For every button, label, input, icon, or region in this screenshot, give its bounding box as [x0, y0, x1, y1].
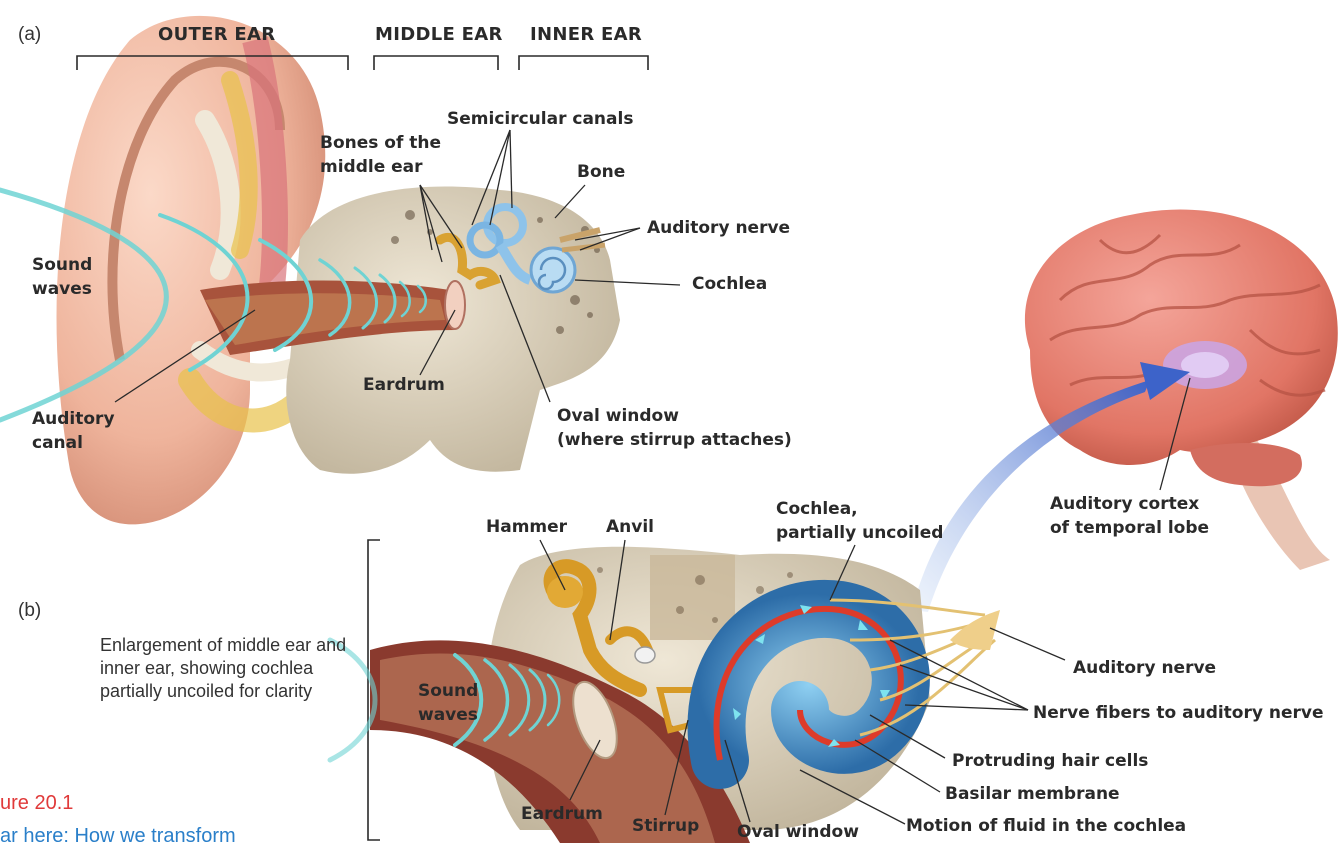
label-auditory-nerve-b: Auditory nerve	[1073, 656, 1216, 680]
label-hammer: Hammer	[486, 515, 567, 539]
section-inner-ear: INNER EAR	[530, 24, 642, 45]
label-stirrup: Stirrup	[632, 814, 699, 838]
label-bone: Bone	[577, 160, 625, 184]
label-auditory-canal: Auditory canal	[32, 407, 115, 455]
section-middle-ear: MIDDLE EAR	[375, 24, 503, 45]
label-eardrum-b: Eardrum	[521, 802, 603, 826]
label-bones-middle-ear: Bones of the middle ear	[320, 131, 441, 179]
panel-a-letter: (a)	[18, 24, 41, 46]
label-nerve-fibers: Nerve fibers to auditory nerve	[1033, 701, 1324, 725]
section-outer-ear: OUTER EAR	[158, 24, 275, 45]
panel-b-letter: (b)	[18, 600, 41, 622]
label-cochlea-uncoiled: Cochlea, partially uncoiled	[776, 497, 943, 545]
label-oval-window-b: Oval window	[737, 820, 859, 844]
label-motion-fluid: Motion of fluid in the cochlea	[906, 814, 1186, 838]
figure-number: ure 20.1	[0, 792, 73, 815]
label-anvil: Anvil	[606, 515, 654, 539]
label-cochlea-a: Cochlea	[692, 272, 767, 296]
label-auditory-cortex: Auditory cortex of temporal lobe	[1050, 492, 1209, 540]
label-basilar-membrane: Basilar membrane	[945, 782, 1120, 806]
label-eardrum-a: Eardrum	[363, 373, 445, 397]
label-auditory-nerve-a: Auditory nerve	[647, 216, 790, 240]
label-sound-waves-a: Sound waves	[32, 253, 92, 301]
label-semicircular-canals: Semicircular canals	[447, 107, 633, 131]
label-sound-waves-b: Sound waves	[418, 679, 478, 727]
panel-b-caption: Enlargement of middle ear and inner ear,…	[100, 634, 350, 703]
label-protruding-hair-cells: Protruding hair cells	[952, 749, 1148, 773]
figure-title-fragment: ar here: How we transform	[0, 825, 236, 848]
label-oval-window-a: Oval window (where stirrup attaches)	[557, 404, 792, 452]
